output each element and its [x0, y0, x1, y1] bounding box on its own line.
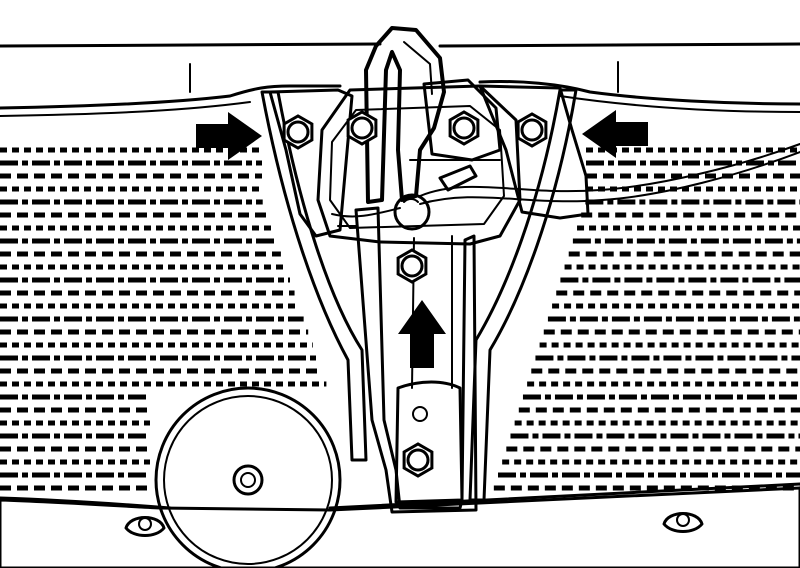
horn [154, 386, 342, 568]
bolt-right-upper [516, 112, 548, 148]
bolt-left-upper [282, 114, 314, 150]
arrow-right-bolt [582, 110, 648, 158]
bolt-latch-right [448, 110, 480, 146]
hood-latch-assembly [268, 26, 800, 246]
arrow-center-bolt [398, 300, 446, 368]
lower-panel [0, 482, 800, 568]
bolt-center [396, 248, 428, 284]
bolt-latch-left [346, 110, 378, 146]
bolt-lower-center [402, 442, 434, 478]
upper-cross-panel [0, 42, 800, 117]
arrow-left-bolt [196, 112, 262, 160]
fastening-bolts [282, 110, 548, 478]
